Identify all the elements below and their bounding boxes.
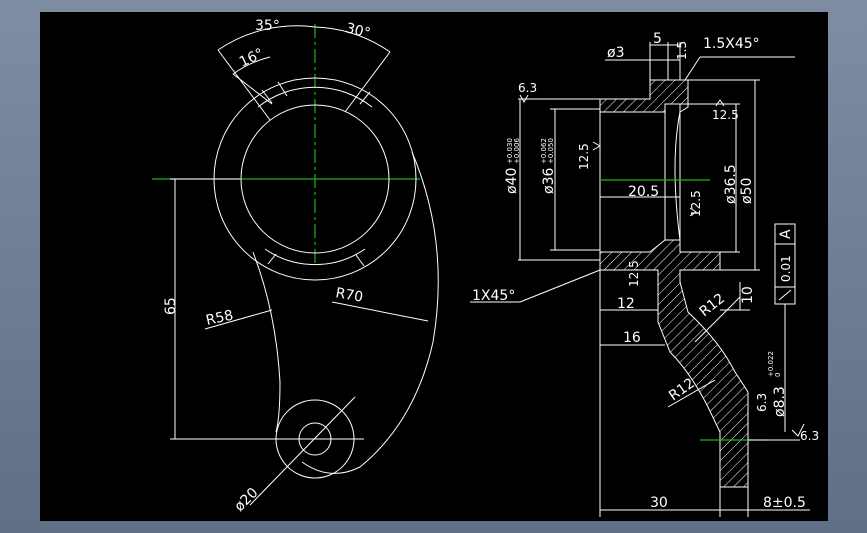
slot-line xyxy=(277,81,288,97)
roughness-symbol xyxy=(689,207,697,217)
rough-12-5-mid: 12.5 xyxy=(689,190,703,217)
angle-ext-line xyxy=(217,49,271,121)
top-flange-section xyxy=(599,79,689,113)
hub-bore-circle xyxy=(240,104,390,254)
h10-label: 10 xyxy=(740,286,756,304)
d36-tol-lower: +0.050 xyxy=(547,138,555,164)
w12-label: 12 xyxy=(617,296,635,312)
angle-30-label: 30° xyxy=(344,20,372,42)
chamfer-top-label: 1.5X45° xyxy=(703,36,760,52)
d40-tol-lower: +0.006 xyxy=(513,138,521,164)
r70-label: R70 xyxy=(334,285,364,306)
rough-6-3-hole: 6.3 xyxy=(755,393,769,412)
parallelism-symbol xyxy=(778,289,792,301)
chamfer-bot-label: 1X45° xyxy=(472,288,515,304)
angle-35-arc xyxy=(217,25,316,51)
chamfer-leader xyxy=(519,269,601,303)
slot-line xyxy=(261,89,273,104)
bore-profile xyxy=(674,111,681,241)
angle-16-label: 16° xyxy=(237,46,266,71)
slot-line xyxy=(359,91,371,105)
roughness-symbol xyxy=(592,141,602,151)
chamfer-leader xyxy=(684,56,701,81)
dim-65-label: 65 xyxy=(163,297,179,315)
cad-drawing: 35° 30° 16° 65 R58 R70 ø20 xyxy=(152,18,819,517)
w20-5-label: 20.5 xyxy=(628,184,659,200)
r12-leader xyxy=(667,379,716,408)
slot-line xyxy=(267,253,277,265)
rough-12-5-bore: 12.5 xyxy=(577,143,591,170)
arm-inner-edge xyxy=(252,251,281,433)
d20-leader xyxy=(249,396,356,506)
r58-leader xyxy=(204,309,273,330)
r70-leader xyxy=(331,301,429,322)
r58-label: R58 xyxy=(205,308,235,329)
angle-ext-line xyxy=(344,51,391,113)
hub-lower-arc xyxy=(264,248,366,266)
w16-label: 16 xyxy=(623,330,641,346)
rough-12-5-top: 12.5 xyxy=(712,108,739,122)
rough-6-3-tl: 6.3 xyxy=(518,81,537,95)
roughness-symbol xyxy=(791,423,805,437)
d8-3-label: ø8.3 xyxy=(772,386,788,417)
datum-label: A xyxy=(778,229,794,239)
d40-tol-upper: +0.030 xyxy=(506,138,514,164)
w8-label: 8±0.5 xyxy=(763,495,806,511)
d3-label: ø3 xyxy=(607,45,624,61)
r0-5-label: 1.5 xyxy=(675,41,689,60)
d36-5-label: ø36.5 xyxy=(723,164,739,204)
angle-ext-line xyxy=(232,73,273,105)
r12-upper-label: R12 xyxy=(697,291,729,321)
d36-label: ø36 xyxy=(541,168,557,194)
arm-outer-edge xyxy=(301,151,439,474)
cad-drawing-canvas: 35° 30° 16° 65 R58 R70 ø20 xyxy=(40,12,828,521)
section-view: ø40 +0.030 +0.006 ø36 +0.062 +0.050 6.3 … xyxy=(470,31,819,517)
roughness-symbol xyxy=(715,99,725,107)
bottom-arm-section xyxy=(599,239,749,488)
d40-label: ø40 xyxy=(504,168,520,194)
rough-12-5-low: 12.5 xyxy=(627,260,641,287)
w30-label: 30 xyxy=(650,495,668,511)
slot-line xyxy=(355,254,365,267)
left-view: 35° 30° 16° 65 R58 R70 ø20 xyxy=(152,18,439,515)
d36-tol-upper: +0.062 xyxy=(540,138,548,164)
angle-35-label: 35° xyxy=(255,18,280,34)
roughness-symbol xyxy=(519,94,529,104)
r12-leader xyxy=(694,296,741,343)
rough-6-3-right: 6.3 xyxy=(800,429,819,443)
angle-30-arc xyxy=(314,26,391,53)
d8-3-tol-zero: 0 xyxy=(774,373,782,377)
hub-upper-arc xyxy=(257,86,373,108)
angle-16-arc xyxy=(232,56,271,75)
tol-frame-label: 0.01 xyxy=(779,255,793,282)
w5-label: 5 xyxy=(653,31,662,47)
d8-3-tol: +0.022 xyxy=(767,351,775,377)
d20-label: ø20 xyxy=(232,485,262,515)
d50-label: ø50 xyxy=(739,178,755,204)
